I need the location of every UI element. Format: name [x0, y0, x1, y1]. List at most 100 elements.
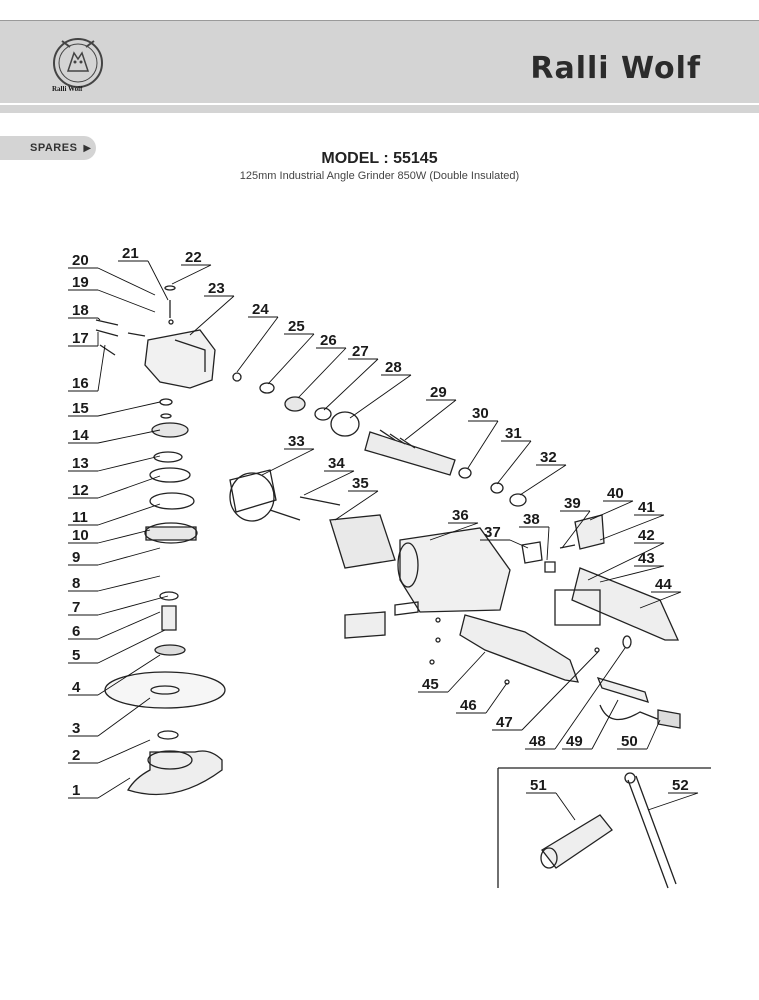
part-number-label: 14	[72, 427, 89, 444]
part-leader-line	[97, 503, 161, 526]
play-arrow-icon: ▶	[83, 142, 92, 154]
badge-brand-text: Ralli Wolf	[52, 85, 83, 93]
part-number-label: 26	[320, 332, 337, 349]
part-leader-line	[97, 529, 151, 544]
part-leader-line	[647, 792, 699, 811]
part-leader-line	[97, 317, 101, 321]
part-number-label: 50	[621, 733, 638, 750]
part-leader-line	[147, 260, 169, 301]
part-number-label: 17	[72, 330, 89, 347]
part-number-label: 44	[655, 576, 672, 593]
part-number-label: 41	[638, 499, 655, 516]
part-number-label: 42	[638, 527, 655, 544]
part-number-label: 23	[208, 280, 225, 297]
part-leader-line	[519, 464, 567, 496]
part-leader-line	[639, 591, 682, 609]
part-leader-line	[97, 575, 161, 592]
part-number-label: 31	[505, 425, 522, 442]
part-leader-line	[554, 647, 626, 750]
part-number-label: 34	[328, 455, 345, 472]
part-leader-line	[97, 654, 161, 696]
part-leader-line	[349, 374, 412, 419]
part-number-label: 10	[72, 527, 89, 544]
part-leader-line	[429, 522, 479, 541]
model-subtitle: 125mm Industrial Angle Grinder 850W (Dou…	[239, 170, 520, 182]
part-leader-line	[97, 547, 161, 566]
part-leader-line	[496, 440, 532, 485]
part-number-label: 21	[122, 245, 139, 262]
part-leader-line	[97, 629, 166, 664]
part-number-label: 28	[385, 359, 402, 376]
part-number-label: 9	[72, 549, 80, 566]
wolf-logo-icon	[53, 38, 103, 88]
part-leader-line	[467, 420, 499, 469]
part-leader-line	[97, 344, 106, 392]
part-leader-line	[267, 333, 315, 385]
part-number-label: 49	[566, 733, 583, 750]
part-number-label: 4	[72, 679, 81, 696]
part-leader-line	[599, 565, 665, 583]
part-number-label: 45	[422, 676, 439, 693]
part-number-label: 15	[72, 400, 89, 417]
part-leader-line	[261, 448, 315, 476]
part-number-label: 40	[607, 485, 624, 502]
part-number-label: 33	[288, 433, 305, 450]
part-number-label: 35	[352, 475, 369, 492]
part-number-label: 46	[460, 697, 477, 714]
part-number-label: 36	[452, 507, 469, 524]
part-number-label: 7	[72, 599, 80, 616]
part-number-label: 3	[72, 720, 80, 737]
part-leader-line	[97, 289, 156, 313]
part-number-label: 6	[72, 623, 80, 640]
part-leader-line	[97, 777, 131, 799]
part-leader-line	[303, 470, 355, 496]
part-number-label: 20	[72, 252, 89, 269]
part-number-label: 43	[638, 550, 655, 567]
part-number-label: 27	[352, 343, 369, 360]
part-leader-line	[97, 429, 161, 444]
gear-housing	[144, 329, 216, 389]
part-leader-line	[189, 295, 235, 336]
part-number-label: 51	[530, 777, 547, 794]
part-number-label: 30	[472, 405, 489, 422]
part-number-label: 13	[72, 455, 89, 472]
part-number-label: 37	[484, 524, 501, 541]
part-number-label: 38	[523, 511, 540, 528]
part-leader-line	[589, 500, 634, 521]
part-leader-line	[97, 475, 161, 499]
part-number-label: 47	[496, 714, 513, 731]
part-number-label: 8	[72, 575, 80, 592]
part-leader-line	[97, 595, 169, 616]
spares-tab-label: SPARES	[30, 142, 78, 154]
part-number-label: 32	[540, 449, 557, 466]
part-leader-line	[599, 514, 665, 541]
part-leader-line	[97, 401, 161, 417]
part-leader-line	[97, 697, 151, 737]
part-number-label: 1	[72, 782, 80, 799]
part-number-label: 48	[529, 733, 546, 750]
part-number-label: 19	[72, 274, 89, 291]
part-number-label: 16	[72, 375, 89, 392]
part-leader-line	[509, 539, 529, 549]
part-number-label: 5	[72, 647, 80, 664]
part-leader-line	[171, 264, 212, 285]
part-number-label: 39	[564, 495, 581, 512]
model-title: MODEL : 55145	[321, 150, 438, 167]
part-leader-line	[97, 611, 161, 640]
part-leader-line	[97, 267, 156, 296]
part-leader-line	[555, 792, 576, 821]
part-leader-line	[561, 510, 591, 549]
spares-tab[interactable]: SPARES ▶	[0, 136, 96, 160]
header-rule	[0, 105, 759, 113]
part-leader-line	[297, 347, 347, 399]
part-leader-line	[521, 651, 599, 731]
part-number-label: 22	[185, 249, 202, 266]
part-number-label: 52	[672, 777, 689, 794]
part-leader-line	[334, 490, 379, 521]
part-number-label: 25	[288, 318, 305, 335]
part-leader-line	[591, 699, 619, 750]
part-leader-line	[97, 455, 161, 472]
part-leader-line	[646, 719, 661, 750]
part-number-label: 11	[72, 509, 88, 526]
